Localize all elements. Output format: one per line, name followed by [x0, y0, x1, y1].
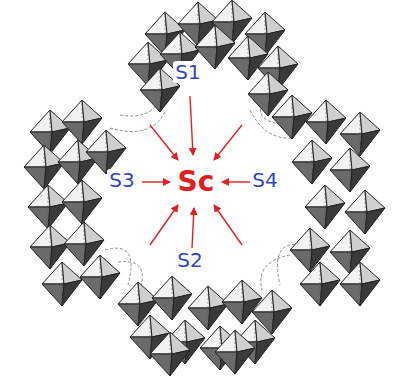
dashed-linkers [105, 100, 300, 290]
site-label: S1 [173, 61, 202, 83]
right-cluster [272, 95, 385, 306]
bottom-cluster [118, 276, 292, 376]
site-label: S2 [175, 249, 204, 271]
left-cluster [24, 100, 126, 306]
site-label: S4 [250, 169, 279, 191]
center-site-label: Sc [176, 167, 217, 197]
red-arrows [142, 96, 252, 248]
top-cluster [128, 0, 298, 116]
site-label: S3 [107, 169, 136, 191]
